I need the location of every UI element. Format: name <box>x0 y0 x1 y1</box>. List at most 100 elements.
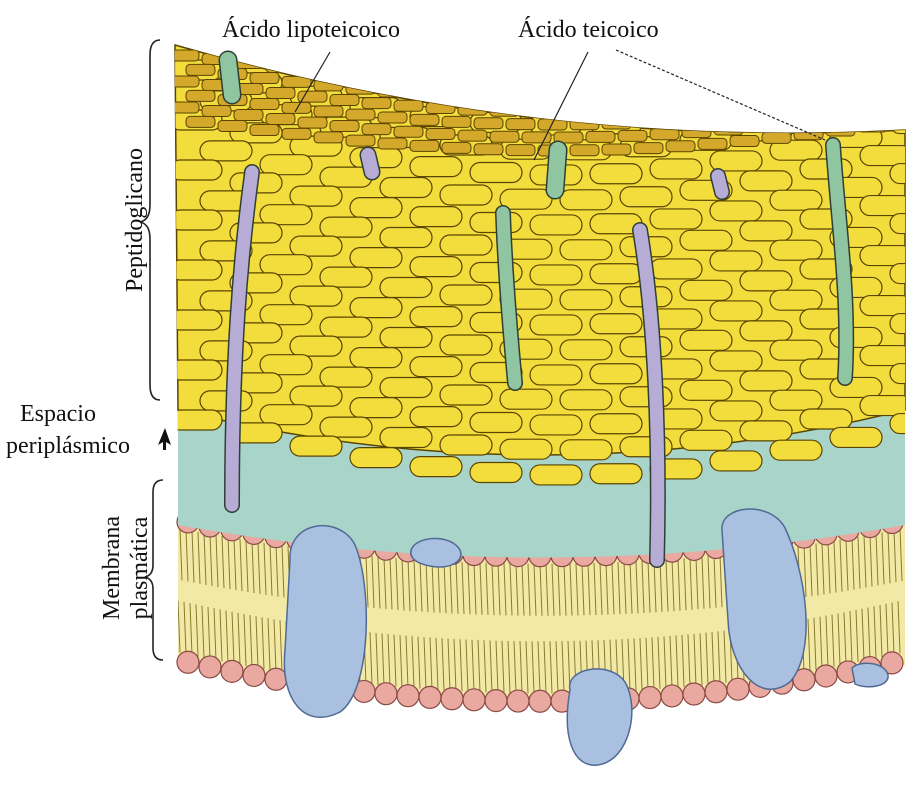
peptidoglycan-top-strand <box>842 84 871 95</box>
peptidoglycan-top-strand <box>762 132 791 143</box>
peptidoglycan-top-strand <box>698 138 727 149</box>
peptidoglycan-strand <box>530 215 582 235</box>
label-membrane-line1: Membrana <box>100 508 124 628</box>
peptidoglycan-top-strand <box>218 121 247 132</box>
peptidoglycan-top-strand <box>874 80 903 91</box>
peptidoglycan-top-strand <box>666 141 695 152</box>
peptidoglycan-strand <box>530 415 582 435</box>
peptidoglycan-top-strand <box>314 106 343 117</box>
lipid-head <box>221 660 243 682</box>
peptidoglycan-top-strand <box>362 124 391 135</box>
peptidoglycan-top-strand <box>650 103 679 114</box>
peptidoglycan-strand <box>920 335 924 355</box>
peptidoglycan-strand <box>890 214 924 234</box>
lipid-head <box>727 678 749 700</box>
peptidoglycan-top-strand <box>762 80 791 91</box>
lipid-head <box>705 681 727 703</box>
peptidoglycan-top-strand <box>506 119 535 130</box>
peptidoglycan-strand <box>680 430 732 450</box>
peptidoglycan-top-strand <box>666 89 695 100</box>
peptidoglycan-strand <box>590 314 642 334</box>
peptidoglycan-strand <box>410 207 462 227</box>
peptidoglycan-strand <box>530 265 582 285</box>
peptidoglycan-strand <box>860 346 912 366</box>
peptidoglycan-strand <box>440 385 492 405</box>
peptidoglycan-strand <box>350 398 402 418</box>
peptidoglycan-strand <box>410 457 462 477</box>
peptidoglycan-top-strand <box>346 135 375 146</box>
peptidoglycan-strand <box>770 440 822 460</box>
peptidoglycan-strand <box>410 307 462 327</box>
peptidoglycan-top-strand <box>250 73 279 84</box>
peptidoglycan-strand <box>290 336 342 356</box>
peptidoglycan-top-strand <box>394 74 423 85</box>
peptidoglycan-strand <box>770 240 822 260</box>
peptidoglycan-strand <box>560 390 612 410</box>
lipid-head <box>199 656 221 678</box>
peptidoglycan-top-strand <box>458 78 487 89</box>
peptidoglycan-top-strand <box>890 117 919 128</box>
peptidoglycan-top-strand <box>442 116 471 127</box>
peptidoglycan-top-strand <box>346 83 375 94</box>
peptidoglycan-strand <box>860 96 912 116</box>
peptidoglycan-top-strand <box>586 105 615 116</box>
peptidoglycan-top-strand <box>826 73 855 84</box>
peptidoglycan-strand <box>410 257 462 277</box>
peptidoglycan-strand <box>350 348 402 368</box>
peptidoglycan-top-strand <box>810 62 839 73</box>
peptidoglycan-strand <box>440 435 492 455</box>
lipid-head <box>485 690 507 712</box>
peptidoglycan-strand <box>170 210 222 230</box>
peptidoglycan-top-strand <box>426 76 455 87</box>
peptidoglycan-strand <box>680 230 732 250</box>
peptidoglycan-strand <box>710 151 762 171</box>
peptidoglycan-strand <box>740 421 792 441</box>
peptidoglycan-top-strand <box>778 118 807 129</box>
peptidoglycan-top-strand <box>586 79 615 90</box>
peptidoglycan-strand <box>710 251 762 271</box>
peptidoglycan-top-strand <box>282 128 311 139</box>
label-peptidoglycan: Peptidoglicano <box>123 135 147 305</box>
peptidoglycan-strand <box>800 159 852 179</box>
peptidoglycan-top-strand <box>730 110 759 121</box>
peptidoglycan-strand <box>260 255 312 275</box>
peptidoglycan-strand <box>860 146 912 166</box>
peptidoglycan-strand <box>770 190 822 210</box>
teichoic-acid-stub <box>555 150 558 190</box>
peptidoglycan-top-strand <box>746 121 775 132</box>
membrane-protein <box>284 526 366 718</box>
peptidoglycan-top-strand <box>794 77 823 88</box>
peptidoglycan-top-strand <box>586 131 615 142</box>
membrane-protein <box>567 669 632 765</box>
peptidoglycan-strand <box>710 351 762 371</box>
peptidoglycan-top-strand <box>874 54 903 65</box>
membrane-protein <box>411 538 461 567</box>
peptidoglycan-strand <box>200 341 252 361</box>
peptidoglycan-strand <box>860 246 912 266</box>
peptidoglycan-strand <box>260 405 312 425</box>
peptidoglycan-top-strand <box>250 99 279 110</box>
peptidoglycan-strand <box>440 285 492 305</box>
peptidoglycan-top-strand <box>906 76 924 87</box>
peptidoglycan-strand <box>590 414 642 434</box>
peptidoglycan-top-strand <box>410 88 439 99</box>
peptidoglycan-top-strand <box>762 106 791 117</box>
peptidoglycan-top-strand <box>794 129 823 140</box>
lipid-head <box>815 665 837 687</box>
peptidoglycan-strand <box>890 364 924 384</box>
peptidoglycan-top-strand <box>362 72 391 83</box>
peptidoglycan-top-strand <box>698 112 727 123</box>
lipid-head <box>419 686 441 708</box>
peptidoglycan-top-strand <box>490 131 519 142</box>
peptidoglycan-strand <box>260 205 312 225</box>
peptidoglycan-strand <box>530 365 582 385</box>
peptidoglycan-strand <box>770 390 822 410</box>
peptidoglycan-strand <box>560 290 612 310</box>
peptidoglycan-strand <box>680 330 732 350</box>
peptidoglycan-strand <box>320 417 372 437</box>
lipid-head <box>441 688 463 710</box>
peptidoglycan-top-strand <box>330 95 359 106</box>
lipid-head <box>397 685 419 707</box>
peptidoglycan-strand <box>740 371 792 391</box>
peptidoglycan-strand <box>770 340 822 360</box>
